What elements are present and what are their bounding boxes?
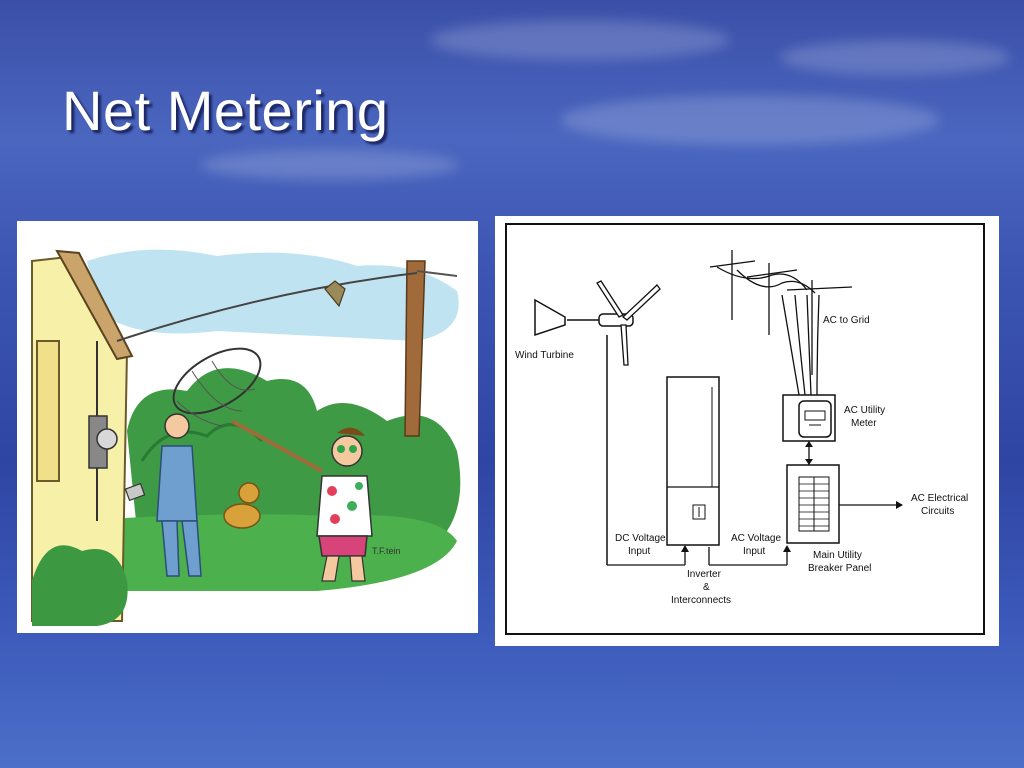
dc-voltage-label-1: DC Voltage	[615, 533, 666, 544]
cartoon-signature: T.F.tein	[372, 546, 401, 556]
ac-utility-meter-label-2: Meter	[851, 418, 877, 429]
cartoon-illustration: T.F.tein	[17, 221, 478, 633]
ac-circuits-label-2: Circuits	[921, 506, 954, 517]
cloud-streak	[780, 40, 1010, 75]
diagram-frame: Wind Turbine AC to Grid	[505, 223, 985, 635]
ac-utility-meter-label-1: AC Utility	[844, 405, 885, 416]
ac-circuits-label-1: AC Electrical	[911, 493, 968, 504]
main-breaker-label-2: Breaker Panel	[808, 563, 871, 574]
cloud-streak	[560, 95, 940, 145]
wind-turbine-label: Wind Turbine	[515, 350, 574, 361]
net-metering-diagram: Wind Turbine AC to Grid	[495, 216, 999, 646]
breaker-panel-icon	[786, 464, 840, 544]
utility-poles-icon	[709, 250, 853, 396]
inverter-label-3: Interconnects	[671, 595, 731, 606]
turbine-tail-icon	[534, 298, 566, 337]
slide-title: Net Metering	[62, 79, 389, 142]
inverter-icon	[666, 376, 720, 546]
ac-to-grid-label: AC to Grid	[823, 315, 870, 326]
inverter-label-2: &	[703, 582, 710, 593]
dc-voltage-label-2: Input	[628, 546, 650, 557]
inverter-label-1: Inverter	[687, 569, 722, 580]
ac-voltage-label-1: AC Voltage	[731, 533, 781, 544]
main-breaker-label-1: Main Utility	[813, 550, 862, 561]
ac-voltage-label-2: Input	[743, 546, 765, 557]
ac-utility-meter-icon	[782, 394, 836, 442]
cloud-streak	[430, 20, 730, 60]
cloud-streak	[200, 150, 460, 180]
